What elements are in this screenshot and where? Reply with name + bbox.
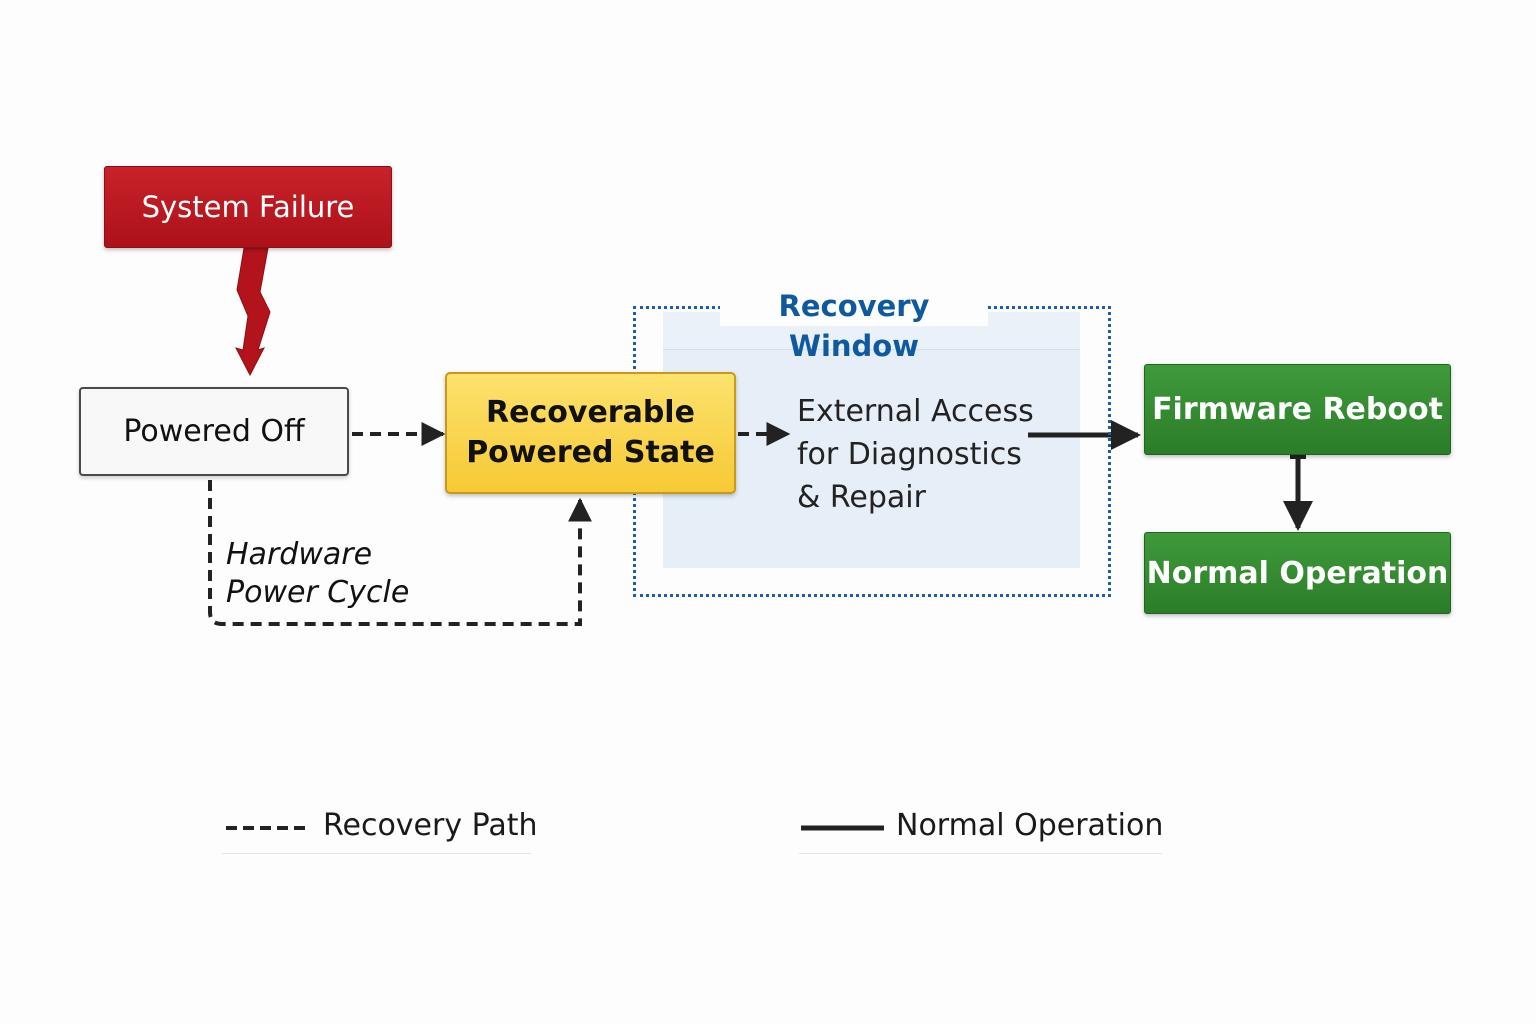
legend-recovery-path-label: Recovery Path (323, 808, 538, 843)
powered-off-label: Powered Off (123, 414, 305, 449)
external-access-line3: & Repair (797, 480, 926, 515)
normal-operation-node: Normal Operation (1144, 532, 1451, 614)
system-failure-node: System Failure (104, 166, 392, 248)
firmware-reboot-label: Firmware Reboot (1152, 392, 1443, 427)
hardware-label-line1: Hardware (226, 537, 373, 572)
recoverable-label-line1: Recoverable (486, 394, 695, 430)
arrow-hardware-power-cycle (208, 480, 592, 626)
firmware-reboot-node: Firmware Reboot (1144, 364, 1451, 455)
legend-recovery-rule (222, 853, 531, 854)
hardware-power-cycle-label: Hardware Power Cycle (226, 536, 409, 612)
external-access-line2: for Diagnostics (797, 437, 1022, 472)
normal-operation-label: Normal Operation (1146, 555, 1449, 591)
recoverable-label-line2: Powered State (466, 435, 715, 470)
system-failure-label: System Failure (141, 190, 355, 224)
legend-normal-operation-label: Normal Operation (896, 808, 1164, 843)
external-access-text: External Access for Diagnostics & Repair (797, 390, 1037, 519)
recovery-window-title: Recovery Window (720, 286, 988, 363)
powered-off-node: Powered Off (79, 387, 349, 476)
legend-normal-rule (799, 853, 1162, 854)
failure-lightning-bolt (235, 247, 271, 377)
external-access-line1: External Access (797, 394, 1034, 429)
recoverable-powered-state-node: Recoverable Powered State (445, 372, 736, 494)
hardware-label-line2: Power Cycle (226, 575, 410, 610)
